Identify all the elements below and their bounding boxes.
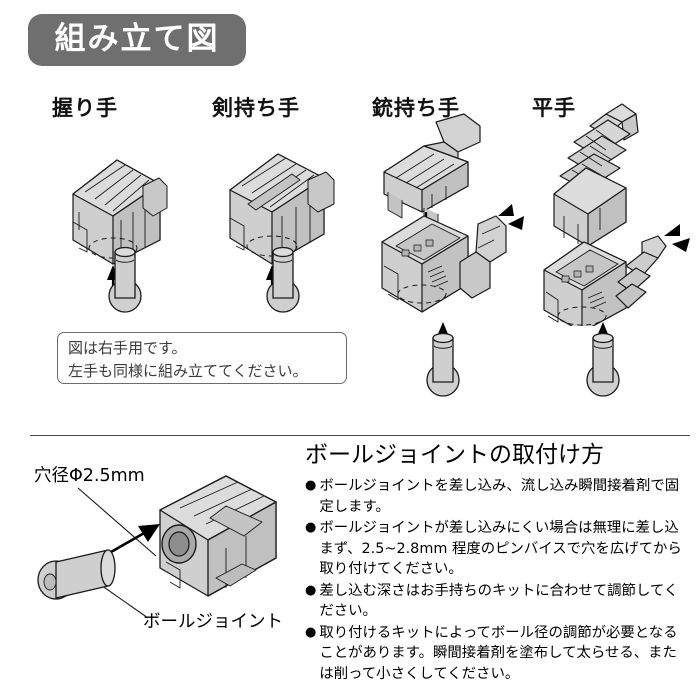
howto-heading: ボールジョイントの取付け方 xyxy=(305,442,604,468)
bullet-marker-icon: ● xyxy=(305,624,317,640)
ball-joint-attachment-diagram xyxy=(37,475,277,619)
ball-joint-label: ボールジョイント xyxy=(143,612,283,632)
page-title: 組み立て図 xyxy=(54,20,220,57)
hole-leader-line xyxy=(77,487,157,557)
hand-label-flat: 平手 xyxy=(532,96,576,120)
section-divider xyxy=(30,435,690,436)
sword-hand-illustration xyxy=(229,153,335,298)
howto-bullet-2-text: ボールジョイントが差し込みにくい場合は無理に差し込まず、2.5~2.8mm 程度… xyxy=(319,520,682,578)
action-marks xyxy=(664,224,690,252)
howto-bullet-2: ● ボールジョイントが差し込みにくい場合は無理に差し込まず、2.5~2.8mm … xyxy=(305,518,690,580)
right-hand-note-box: 図は右手用です。 左手も同様に組み立ててください。 xyxy=(57,332,347,384)
bullet-marker-icon: ● xyxy=(305,582,317,598)
gun-hand-ball-joint-peg xyxy=(426,322,460,397)
grip-hand-illustration xyxy=(72,159,168,298)
sword-hand-ball-joint-peg xyxy=(266,246,300,313)
howto-section: ボールジョイントの取付け方 ● ボールジョイントを差し込み、流し込み瞬間接着剤で… xyxy=(305,442,690,685)
flat-hand-illustration xyxy=(543,103,690,326)
grip-hand-ball-joint-peg xyxy=(108,246,142,313)
gun-hand-illustration xyxy=(381,113,524,313)
howto-bullet-1: ● ボールジョイントを差し込み、流し込み瞬間接着剤で固定します。 xyxy=(305,476,690,517)
hand-label-grip: 握り手 xyxy=(52,96,118,120)
hand-label-sword: 剣持ち手 xyxy=(212,96,300,120)
action-marks xyxy=(498,204,524,230)
howto-bullet-4: ● 取り付けるキットによってボール径の調節が必要となることがあります。瞬間接着剤… xyxy=(305,623,690,685)
flat-hand-ball-joint-peg xyxy=(586,322,620,397)
bullet-marker-icon: ● xyxy=(305,520,317,536)
bullet-marker-icon: ● xyxy=(305,478,317,494)
note-line-2: 左手も同様に組み立ててください。 xyxy=(68,362,308,380)
howto-bullet-3: ● 差し込む深さはお手持ちのキットに合わせて調節してください。 xyxy=(305,581,690,622)
howto-bullet-3-text: 差し込む深さはお手持ちのキットに合わせて調節してください。 xyxy=(319,582,679,620)
howto-bullet-4-text: 取り付けるキットによってボール径の調節が必要となることがあります。瞬間接着剤を塗… xyxy=(319,624,678,682)
hole-diameter-label: 穴径Φ2.5mm xyxy=(34,466,145,486)
howto-bullet-1-text: ボールジョイントを差し込み、流し込み瞬間接着剤で固定します。 xyxy=(319,478,680,515)
hand-label-gun: 銃持ち手 xyxy=(372,96,460,120)
page-title-badge: 組み立て図 xyxy=(28,14,246,66)
note-line-1: 図は右手用です。 xyxy=(68,339,187,357)
ball-joint-part xyxy=(37,549,116,600)
